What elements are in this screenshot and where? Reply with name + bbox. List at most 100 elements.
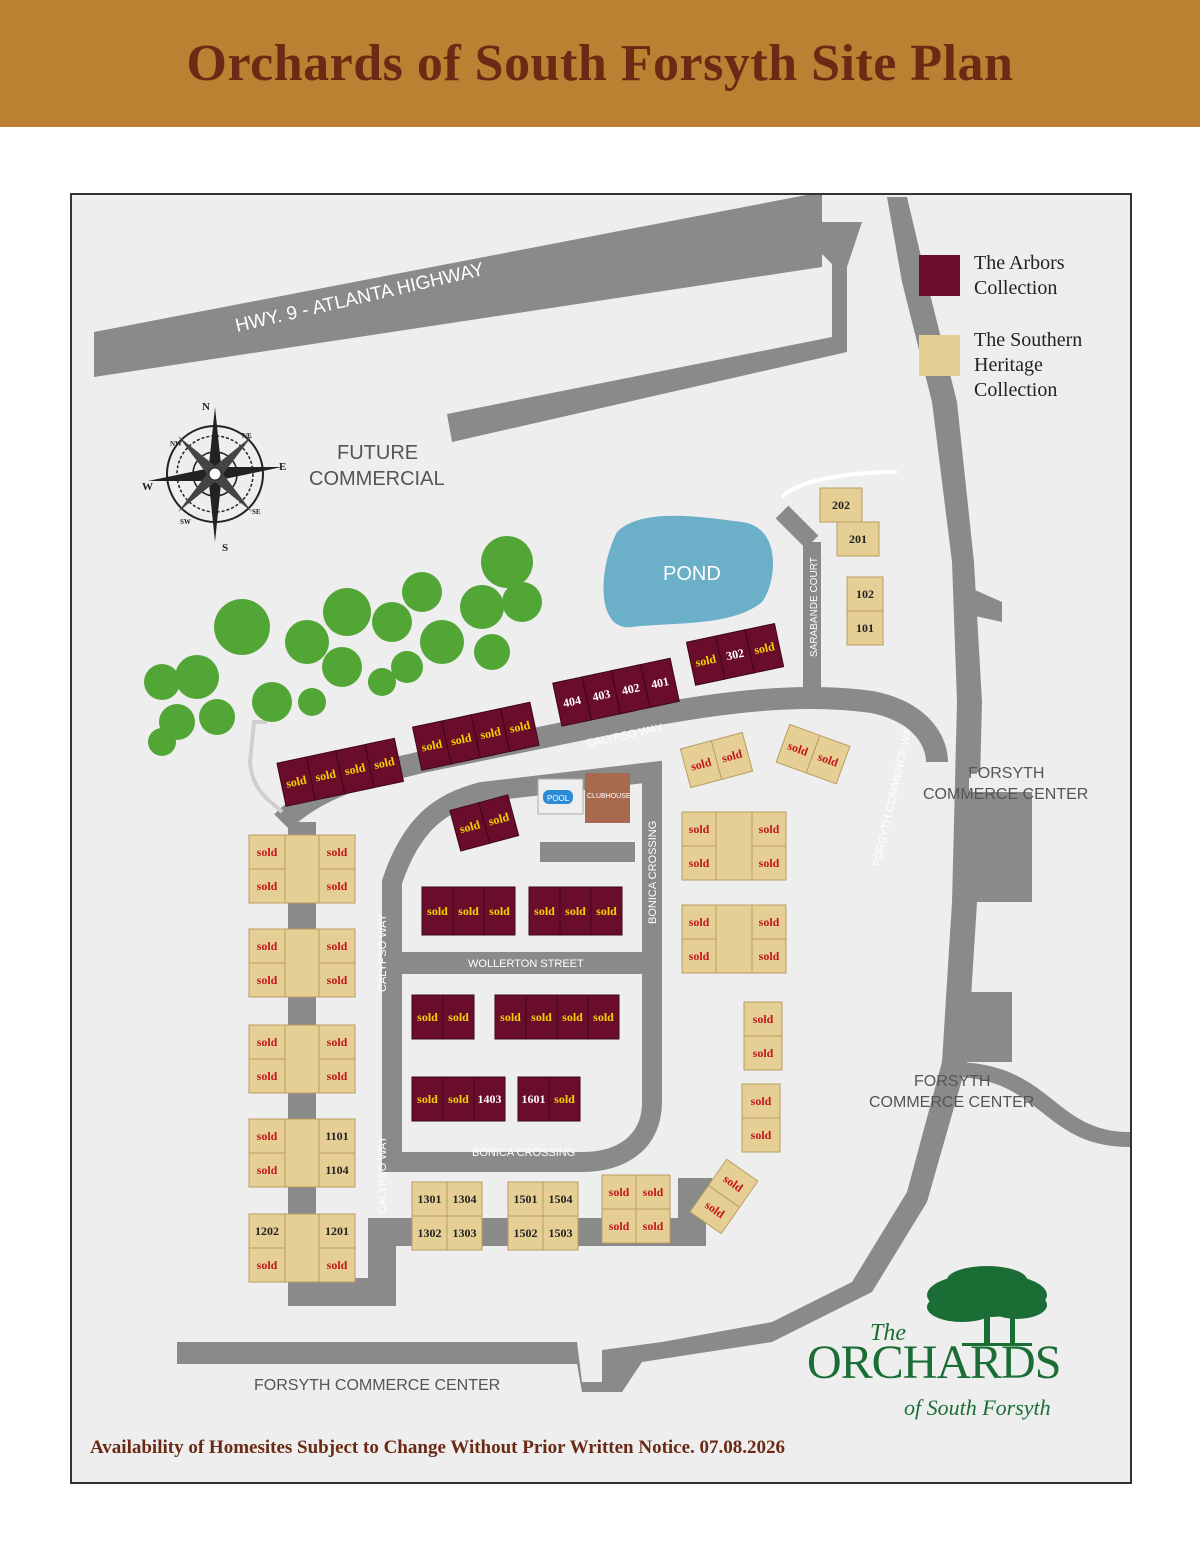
homesite-lot[interactable]: sold	[590, 886, 623, 936]
homesite-lot[interactable]: sold	[452, 886, 485, 936]
homesite-lot[interactable]: sold	[751, 938, 787, 974]
homesite-lot[interactable]: sold	[635, 1174, 671, 1210]
homesite-lot[interactable]: 201	[836, 521, 880, 557]
homesite-lot[interactable]: 1301	[411, 1181, 448, 1217]
lot-label: sold	[373, 754, 396, 772]
homesite-lot[interactable]: 1403	[473, 1076, 506, 1122]
homesite-lot[interactable]: sold	[318, 1024, 356, 1060]
lot-label: sold	[694, 652, 717, 670]
homesite-lot[interactable]: sold	[741, 1083, 781, 1119]
homesite-lot[interactable]: sold	[751, 904, 787, 940]
lot-label: sold	[450, 730, 473, 748]
lot-label: sold	[759, 856, 780, 870]
homesite-lot[interactable]: sold	[751, 845, 787, 881]
homesite-lot[interactable]: 1303	[446, 1215, 483, 1251]
homesite-lot[interactable]: sold	[411, 720, 452, 771]
forsyth-commerce-center-bottom-label: FORSYTH COMMERCE CENTER	[254, 1377, 500, 1394]
homesite-lot[interactable]: sold	[442, 1076, 475, 1122]
homesite-lot[interactable]: 403	[581, 670, 622, 721]
homesite-lot[interactable]: sold	[601, 1208, 637, 1244]
logo-the: The	[870, 1320, 906, 1346]
lot-connector	[715, 904, 753, 974]
homesite-lot[interactable]: sold	[494, 994, 527, 1040]
pond-label: POND	[663, 563, 721, 585]
homesite-lot[interactable]: 102	[846, 576, 884, 612]
lot-label: 1501	[514, 1192, 538, 1206]
lot-label: sold	[489, 904, 510, 918]
homesite-lot[interactable]: 402	[610, 663, 651, 715]
lot-label: sold	[554, 1092, 575, 1106]
homesite-lot[interactable]: 1502	[507, 1215, 544, 1251]
homesite-lot[interactable]: sold	[710, 731, 754, 780]
homesite-lot[interactable]: sold	[805, 734, 851, 785]
homesite-lot[interactable]: sold	[528, 886, 561, 936]
homesite-lot[interactable]: sold	[248, 868, 286, 904]
homesite-lot[interactable]: sold	[470, 707, 511, 759]
homesite-lot[interactable]: sold	[364, 737, 405, 789]
homesite-lot[interactable]: sold	[318, 868, 356, 904]
homesite-lot[interactable]: sold	[248, 1247, 286, 1283]
homesite-lot[interactable]: sold	[559, 886, 592, 936]
homesite-lot[interactable]: sold	[587, 994, 620, 1040]
homesite-lot[interactable]: 1503	[542, 1215, 579, 1251]
homesite-lot[interactable]: sold	[775, 723, 821, 774]
homesite-lot[interactable]: sold	[248, 834, 286, 870]
homesite-lot[interactable]: sold	[248, 928, 286, 964]
homesite-lot[interactable]: 1504	[542, 1181, 579, 1217]
homesite-lot[interactable]: sold	[411, 1076, 444, 1122]
homesite-lot[interactable]: 401	[640, 657, 680, 709]
homesite-lot[interactable]: sold	[685, 635, 726, 686]
homesite-lot[interactable]: 1304	[446, 1181, 483, 1217]
homesite-lot[interactable]: sold	[305, 750, 346, 801]
homesite-lot[interactable]: 302	[715, 629, 755, 680]
homesite-lot[interactable]: sold	[741, 1117, 781, 1153]
homesite-lot[interactable]: sold	[499, 701, 540, 753]
homesite-lot[interactable]: sold	[751, 811, 787, 847]
homesite-lot[interactable]: sold	[248, 1058, 286, 1094]
homesite-lot[interactable]: sold	[318, 962, 356, 998]
homesite-lot[interactable]: sold	[681, 938, 717, 974]
homesite-lot[interactable]: sold	[681, 811, 717, 847]
homesite-lot[interactable]: sold	[601, 1174, 637, 1210]
homesite-lot[interactable]: sold	[743, 1001, 783, 1037]
lot-label: sold	[427, 904, 448, 918]
homesite-lot[interactable]: sold	[411, 994, 444, 1040]
lot-label: sold	[565, 904, 586, 918]
homesite-lot[interactable]: 404	[552, 676, 592, 727]
lot-label: 402	[620, 680, 641, 697]
homesite-lot[interactable]: sold	[248, 1118, 286, 1154]
homesite-lot[interactable]: 1601	[517, 1076, 550, 1122]
homesite-lot[interactable]: 1201	[318, 1213, 356, 1249]
homesite-lot[interactable]: 1302	[411, 1215, 448, 1251]
homesite-lot[interactable]: sold	[548, 1076, 581, 1122]
homesite-lot[interactable]: sold	[635, 1208, 671, 1244]
homesite-lot[interactable]: sold	[318, 1247, 356, 1283]
homesite-lot[interactable]: 1501	[507, 1181, 544, 1217]
clubhouse-label: CLUBHOUSE	[587, 793, 631, 800]
homesite-lot[interactable]: 1101	[318, 1118, 356, 1154]
lot-label: sold	[314, 766, 337, 784]
homesite-lot[interactable]: sold	[707, 1158, 759, 1209]
homesite-lot[interactable]: sold	[248, 962, 286, 998]
homesite-lot[interactable]: sold	[744, 622, 785, 674]
homesite-lot[interactable]: sold	[681, 845, 717, 881]
homesite-lot[interactable]: 202	[819, 487, 863, 523]
homesite-lot[interactable]: sold	[318, 834, 356, 870]
homesite-lot[interactable]: sold	[689, 1184, 741, 1235]
homesite-lot[interactable]: sold	[478, 794, 520, 844]
homesite-lot[interactable]: sold	[681, 904, 717, 940]
homesite-lot[interactable]: sold	[248, 1152, 286, 1188]
homesite-lot[interactable]: sold	[421, 886, 454, 936]
homesite-lot[interactable]: sold	[442, 994, 475, 1040]
homesite-lot[interactable]: sold	[743, 1035, 783, 1071]
homesite-lot[interactable]: sold	[318, 1058, 356, 1094]
homesite-lot[interactable]: sold	[483, 886, 516, 936]
homesite-lot[interactable]: 101	[846, 610, 884, 646]
homesite-lot[interactable]: sold	[556, 994, 589, 1040]
homesite-lot[interactable]: sold	[248, 1024, 286, 1060]
homesite-lot[interactable]: sold	[276, 756, 317, 807]
homesite-lot[interactable]: 1104	[318, 1152, 356, 1188]
homesite-lot[interactable]: sold	[525, 994, 558, 1040]
homesite-lot[interactable]: sold	[318, 928, 356, 964]
homesite-lot[interactable]: 1202	[248, 1213, 286, 1249]
